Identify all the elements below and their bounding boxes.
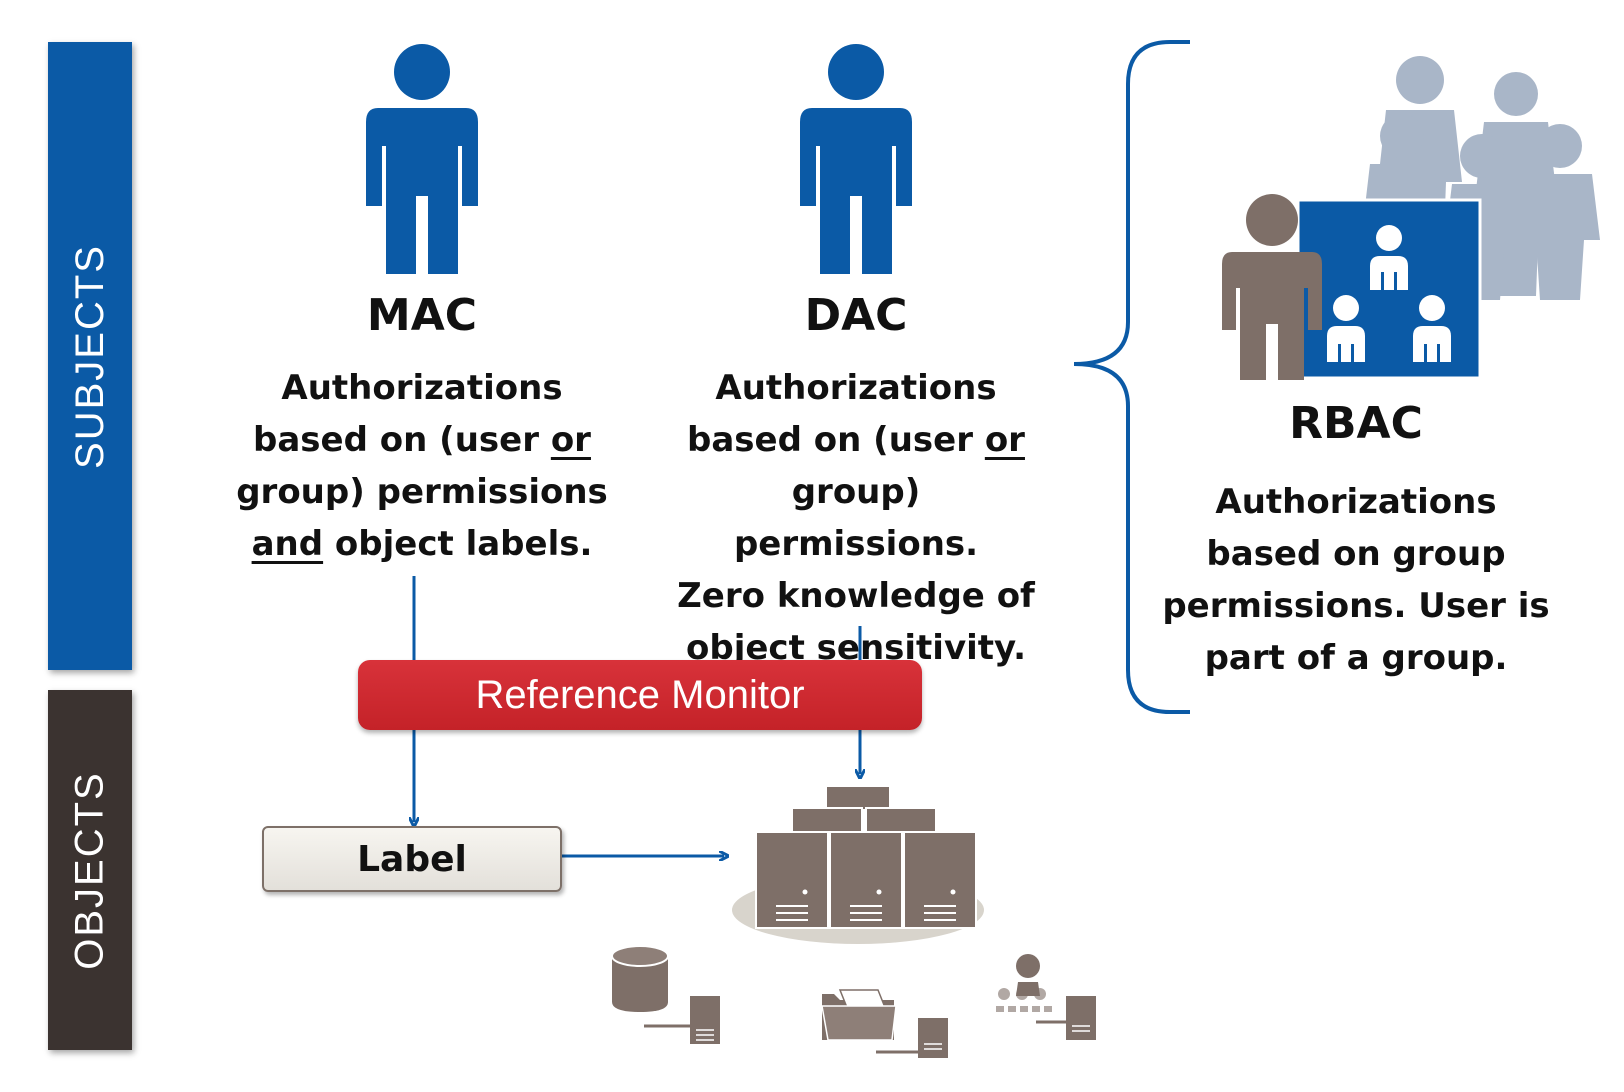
org-chart-icon (996, 954, 1066, 1024)
rbac-description: Authorizations based on group permission… (1160, 476, 1552, 684)
rbac-title: RBAC (1289, 398, 1423, 449)
dac-line-2-emphasis: or (984, 420, 1025, 460)
dac-description: Authorizations based on (user or group) … (666, 362, 1046, 674)
mac-line-3: group) permissions (236, 472, 608, 512)
server-icon (690, 996, 720, 1044)
dac-line-2-text: based on (user (687, 420, 985, 460)
label-box-text: Label (357, 838, 467, 880)
rbac-brace (1073, 40, 1190, 714)
mac-description: Authorizations based on (user or group) … (232, 362, 612, 570)
mac-line-4-emphasis: and (251, 524, 324, 564)
reference-monitor-label: Reference Monitor (475, 672, 805, 717)
rbac-person-icon (1222, 194, 1322, 380)
database-icon (611, 945, 690, 1028)
server-cluster-icon (732, 785, 984, 944)
mac-line-1: Authorizations (281, 368, 563, 408)
dac-line-2: based on (user or (666, 414, 1046, 466)
label-box: Label (262, 826, 562, 892)
dac-title: DAC (804, 290, 908, 341)
dac-line-4: Zero knowledge of (677, 576, 1035, 616)
reference-monitor-box: Reference Monitor (358, 660, 922, 730)
dac-person-icon (800, 44, 912, 274)
rbac-line-1: Authorizations (1215, 482, 1497, 522)
mac-line-2-emphasis: or (550, 420, 591, 460)
mac-line-2: based on (user or (232, 414, 612, 466)
mac-person-icon (366, 44, 478, 274)
folder-icon (821, 989, 918, 1054)
mac-title: MAC (366, 290, 478, 341)
server-icon (918, 1018, 948, 1058)
rbac-line-4: part of a group. (1204, 638, 1508, 678)
objects-bar: OBJECTS (48, 690, 132, 1050)
mac-line-4-text: object labels. (323, 524, 593, 564)
mac-line-2-text: based on (user (253, 420, 551, 460)
rbac-role-panel (1296, 198, 1482, 380)
rbac-line-2: based on group (1206, 534, 1506, 574)
rbac-line-3: permissions. User is (1162, 586, 1550, 626)
subjects-bar: SUBJECTS (48, 42, 132, 670)
dac-line-1: Authorizations (715, 368, 997, 408)
server-icon (1066, 996, 1096, 1040)
dac-line-3: group) permissions. (733, 472, 979, 564)
mac-line-4: and object labels. (232, 518, 612, 570)
